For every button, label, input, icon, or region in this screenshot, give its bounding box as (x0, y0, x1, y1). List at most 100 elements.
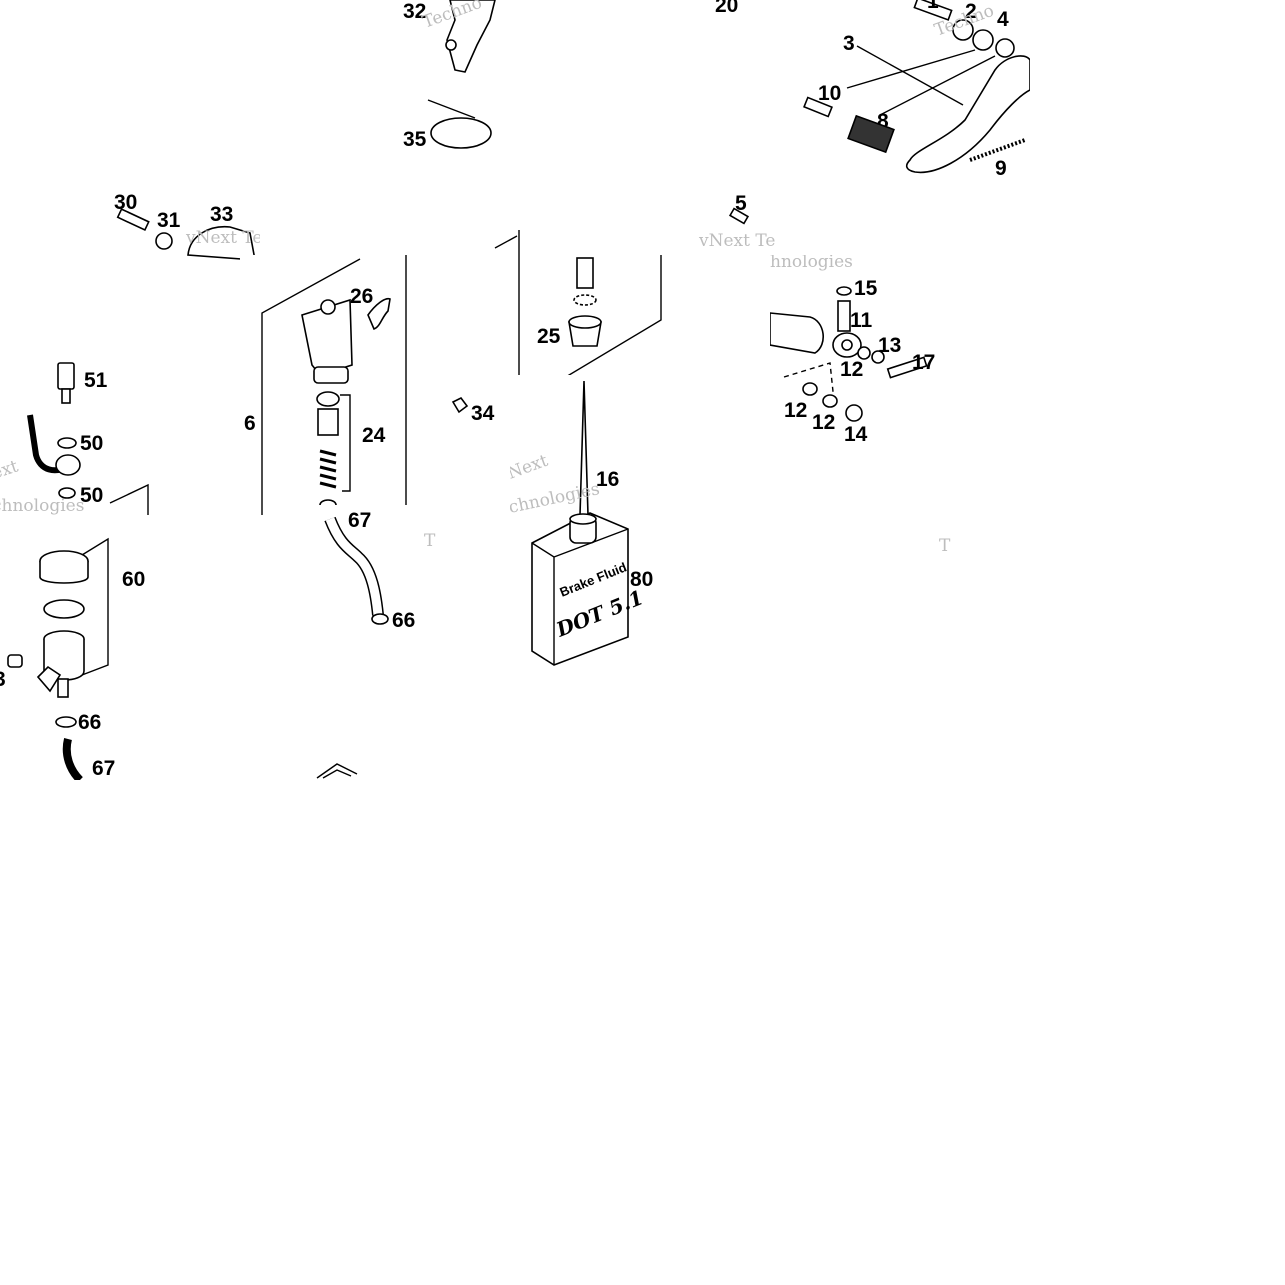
callout-32: 32 (403, 0, 426, 23)
bracket-60-top (109, 483, 149, 515)
callout-66: 66 (78, 711, 101, 734)
watermark-text: ext (0, 456, 21, 483)
part-35-tie-loop (430, 117, 492, 149)
callout-13: 13 (878, 334, 901, 357)
watermark-text: Next (510, 451, 551, 484)
part-lever (770, 312, 824, 354)
bracket-24 (340, 394, 351, 492)
part-24-spring (319, 449, 337, 489)
callout-14: 14 (844, 423, 868, 446)
callout-50-b: 50 (80, 484, 103, 507)
callout-34: 34 (471, 402, 495, 425)
tile-left-mid-svg: 30 31 33 vNext Tec (114, 191, 260, 260)
tile-master-cylinder: 6 26 24 (240, 255, 410, 515)
part-25-rod (576, 257, 594, 289)
tile-reservoir: 60 3 66 67 (0, 515, 160, 780)
bracket-6-left (261, 258, 361, 515)
part-13-nut (871, 350, 885, 364)
tile-fluid-can: 16 Next chnologies Brake Fluid DOT 5.1 8… (510, 375, 675, 670)
tile-top-center: 32 Techno 35 (395, 0, 520, 160)
part-fragment (316, 763, 358, 779)
callout-50: 50 (80, 432, 103, 455)
leader-top (494, 235, 518, 249)
part-5-screw (728, 207, 750, 225)
watermark-text: vNext Tec (185, 228, 260, 248)
part-9-spring (969, 138, 1026, 162)
tile-wm-a: T (420, 520, 450, 554)
part-35-tie-tail (427, 99, 476, 119)
part-80-cap-top (569, 513, 597, 525)
callout-80: 80 (630, 568, 653, 591)
part-80-can (531, 512, 629, 666)
callout-67: 67 (92, 757, 115, 780)
tile-right-upper-svg: 5 vNext Tec 1 (698, 192, 775, 251)
part-66-clamp-a (371, 613, 389, 625)
part-14-nut (845, 404, 863, 422)
part-60-tab (36, 665, 62, 693)
tile-left-mid: 30 31 33 vNext Tec (110, 185, 260, 260)
callout-25: 25 (537, 325, 561, 348)
leader-3 (856, 45, 964, 106)
callout-26: 26 (350, 285, 373, 308)
part-60-outlet (57, 678, 69, 698)
part-4-bearing (972, 29, 994, 51)
part-master-collar (313, 366, 349, 384)
leader-dashed (783, 362, 835, 402)
callout-6: 6 (244, 412, 256, 435)
tile-wm-b-svg: T (939, 536, 951, 556)
part-master-port (320, 299, 336, 315)
part-12-washer (857, 346, 871, 360)
part-50-banjo (55, 454, 81, 476)
part-67-hose-a-inner (325, 517, 383, 616)
part-66-clamp (55, 716, 77, 728)
tile-top-center-svg: 32 Techno 35 (403, 0, 496, 151)
part-2-washer (952, 19, 974, 41)
part-10-screw (803, 96, 833, 118)
tile-top-right-svg: 20 1 2 4 Techno 3 10 8 9 (715, 0, 1030, 180)
callout-3: 3 (843, 32, 855, 55)
tile-master-cylinder-svg: 6 26 24 (244, 255, 407, 515)
tile-wm-b: T (935, 525, 965, 559)
part-50-washer-b (58, 487, 76, 499)
tile-top-right: 20 1 2 4 Techno 3 10 8 9 (705, 0, 1030, 185)
leader-3c (879, 55, 996, 116)
tile-fluid-can-svg: 16 Next chnologies Brake Fluid DOT 5.1 8… (510, 380, 653, 666)
callout-16: 16 (596, 468, 619, 491)
callout-15: 15 (854, 277, 878, 300)
part-11-rod (837, 300, 851, 332)
part-33-cover (187, 226, 256, 260)
part-34-nut (451, 396, 469, 414)
tile-linkage: hnologies 15 11 12 13 17 12 12 14 (770, 255, 945, 450)
callout-20: 20 (715, 0, 738, 17)
callout-1: 1 (927, 0, 939, 13)
callout-30: 30 (114, 191, 137, 214)
part-32-shape (446, 0, 496, 73)
part-31-nut (155, 232, 173, 250)
part-63-screw (7, 654, 23, 668)
callout-9: 9 (995, 157, 1007, 180)
callout-5: 5 (735, 192, 747, 215)
part-26-fitting (367, 297, 391, 330)
bracket-25 (518, 230, 662, 407)
callout-10: 10 (818, 82, 841, 105)
part-3-pedal-arm (905, 55, 1030, 174)
part-67-hose (62, 738, 83, 780)
watermark-text: T (939, 536, 951, 556)
part-12-washer-b (802, 382, 818, 396)
callout-17: 17 (912, 351, 935, 374)
part-60-gasket (43, 599, 85, 619)
callout-66-a: 66 (392, 609, 415, 632)
callout-33: 33 (210, 203, 233, 226)
bracket-60 (81, 537, 109, 676)
part-25-clip (573, 294, 597, 306)
callout-60: 60 (122, 568, 145, 591)
callout-11: 11 (850, 309, 873, 332)
callout-63: 3 (0, 668, 6, 691)
part-1-bolt (913, 0, 953, 21)
part-25-boot-top (568, 315, 602, 329)
tile-hose-svg: 67 66 (324, 509, 415, 632)
tile-linkage-svg: hnologies 15 11 12 13 17 12 12 14 (770, 255, 935, 446)
tile-wm-a-svg: T (424, 531, 436, 551)
watermark-text: T (424, 531, 436, 551)
